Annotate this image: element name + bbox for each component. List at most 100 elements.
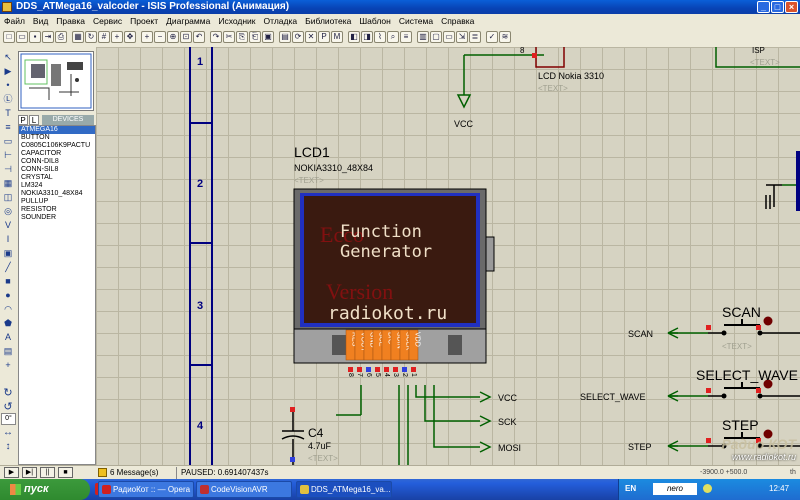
app-icon[interactable]	[2, 2, 12, 12]
menu-system[interactable]: Система	[398, 16, 434, 26]
message-count[interactable]: 6 Message(s)	[110, 468, 159, 477]
open-icon[interactable]: ▭	[16, 31, 28, 43]
device-list-item[interactable]: CRYSTAL	[21, 174, 53, 181]
nero-icon[interactable]: nero	[653, 483, 697, 495]
circle-icon[interactable]: ●	[5, 290, 11, 300]
component-icon[interactable]: ▶	[4, 66, 12, 76]
remove-sheet-icon[interactable]: ▭	[443, 31, 455, 43]
packaging-icon[interactable]: ◧	[348, 31, 360, 43]
step-icon[interactable]: ▶|	[22, 467, 37, 478]
block-move-icon[interactable]: ▤	[279, 31, 291, 43]
new-sheet-icon[interactable]: ▢	[430, 31, 442, 43]
area-icon[interactable]: ▦	[72, 31, 84, 43]
copy-icon[interactable]: ⎘	[236, 31, 248, 43]
device-list-item[interactable]: PULLUP	[21, 198, 49, 205]
cut-icon[interactable]: ✂	[223, 31, 235, 43]
refresh-icon[interactable]: ↻	[85, 31, 97, 43]
select-icon[interactable]: ↖	[4, 52, 12, 62]
terminal-vcc[interactable]: VCC	[479, 391, 518, 403]
label-icon[interactable]: Ⓛ	[3, 94, 13, 104]
paste-icon[interactable]: ⎗	[249, 31, 261, 43]
device-list-item[interactable]: LM324	[21, 182, 43, 189]
language-indicator[interactable]: EN	[625, 484, 637, 493]
tape-icon[interactable]: ◫	[3, 192, 13, 202]
device-list-item[interactable]: CONN-SIL8	[21, 166, 59, 173]
box-icon[interactable]: ■	[5, 276, 11, 286]
origin-icon[interactable]: +	[111, 31, 123, 43]
line-icon[interactable]: ╱	[5, 262, 11, 272]
make-device-icon[interactable]: M	[331, 31, 343, 43]
menu-graph[interactable]: Диаграмма	[166, 16, 211, 26]
menu-debug[interactable]: Отладка	[263, 16, 298, 26]
probe-v-icon[interactable]: V	[4, 220, 11, 230]
pan-icon[interactable]: ✥	[124, 31, 136, 43]
block-copy-icon[interactable]: ▣	[262, 31, 274, 43]
grid-icon[interactable]: #	[98, 31, 110, 43]
bus-icon[interactable]: ≡	[5, 122, 11, 132]
marker-icon[interactable]: +	[5, 360, 11, 370]
device-list-item[interactable]: CONN-DIL8	[21, 158, 59, 165]
zoom-child-icon[interactable]: ⇲	[456, 31, 468, 43]
undo-icon[interactable]: ↶	[193, 31, 205, 43]
vcc-top-terminal[interactable]: VCC	[454, 54, 544, 129]
device-list-item[interactable]: CAPACITOR	[21, 150, 62, 157]
block-delete-icon[interactable]: ✕	[305, 31, 317, 43]
device-list-item[interactable]: ATMEGA16	[19, 126, 95, 134]
decompose-icon[interactable]: ◨	[361, 31, 373, 43]
generator-icon[interactable]: ◎	[4, 206, 12, 216]
device-list-item[interactable]: SOUNDER	[21, 214, 57, 221]
menu-file[interactable]: Файл	[4, 16, 25, 26]
mirror-vertical-icon[interactable]: ↕	[5, 441, 11, 452]
junction-icon[interactable]: •	[6, 80, 10, 90]
search-icon[interactable]: ⌕	[387, 31, 399, 43]
print-icon[interactable]: ⎙	[55, 31, 67, 43]
device-list-item[interactable]: BUTTON	[21, 134, 50, 141]
graph-icon[interactable]: ▦	[3, 178, 13, 188]
subcircuit-icon[interactable]: ▭	[3, 136, 13, 146]
terminal-icon[interactable]: ⊢	[4, 150, 12, 160]
mirror-horizontal-icon[interactable]: ↔	[3, 427, 13, 438]
angle-field[interactable]: 0°	[1, 413, 16, 425]
lcd-nokia-connector[interactable]: 8 LCD Nokia 3310 <TEXT>	[520, 47, 604, 93]
terminal-mosi[interactable]: MOSI	[479, 441, 521, 453]
zoom-in-icon[interactable]: +	[141, 31, 153, 43]
close-button[interactable]: ×	[785, 1, 798, 13]
device-list-item[interactable]: C0805C106K9PACTU	[21, 142, 91, 149]
play-icon[interactable]: ▶	[4, 467, 19, 478]
probe-i-icon[interactable]: I	[6, 234, 10, 244]
arc-icon[interactable]: ◠	[4, 304, 12, 314]
start-button[interactable]: пуск	[0, 479, 90, 500]
text2d-icon[interactable]: A	[4, 332, 11, 342]
isp-connector[interactable]: ISP <TEXT>	[715, 47, 800, 68]
save-icon[interactable]: ▪	[29, 31, 41, 43]
capacitor-c4[interactable]: C4 4.7uF <TEXT>	[281, 407, 338, 465]
stop-icon[interactable]: ■	[58, 467, 73, 478]
device-list-item[interactable]: RESISTOR	[21, 206, 57, 213]
sounder-symbol[interactable]	[765, 151, 800, 211]
menu-help[interactable]: Справка	[441, 16, 475, 26]
design-explorer-icon[interactable]: ▥	[417, 31, 429, 43]
terminal-sck[interactable]: SCK	[479, 415, 517, 427]
menu-edit[interactable]: Правка	[56, 16, 86, 26]
task-isis[interactable]: DDS_ATMega16_va...	[296, 481, 392, 498]
menu-tools[interactable]: Сервис	[93, 16, 123, 26]
netlist-icon[interactable]: ≋	[499, 31, 511, 43]
pick-device-icon[interactable]: P	[318, 31, 330, 43]
tray-status-icon[interactable]	[703, 484, 712, 493]
rotate-cw-icon[interactable]: ↻	[3, 387, 13, 399]
zoom-out-icon[interactable]: −	[154, 31, 166, 43]
task-opera[interactable]: РадиоКот :: — Opera	[98, 481, 194, 498]
property-icon[interactable]: ≡	[400, 31, 412, 43]
path-icon[interactable]: ⬟	[4, 318, 12, 328]
schematic-canvas[interactable]: 1 2 3 4 VCC 8 LCD Nokia 3310 <TEXT> ISP …	[96, 47, 800, 465]
zoom-area-icon[interactable]: ⊡	[180, 31, 192, 43]
wire-autorouter-icon[interactable]: ⌇	[374, 31, 386, 43]
menu-view[interactable]: Вид	[32, 16, 49, 26]
menu-template[interactable]: Шаблон	[359, 16, 391, 26]
text-icon[interactable]: T	[5, 108, 11, 118]
pin-icon[interactable]: ⊣	[4, 164, 12, 174]
rotate-ccw-icon[interactable]: ↺	[3, 401, 13, 413]
